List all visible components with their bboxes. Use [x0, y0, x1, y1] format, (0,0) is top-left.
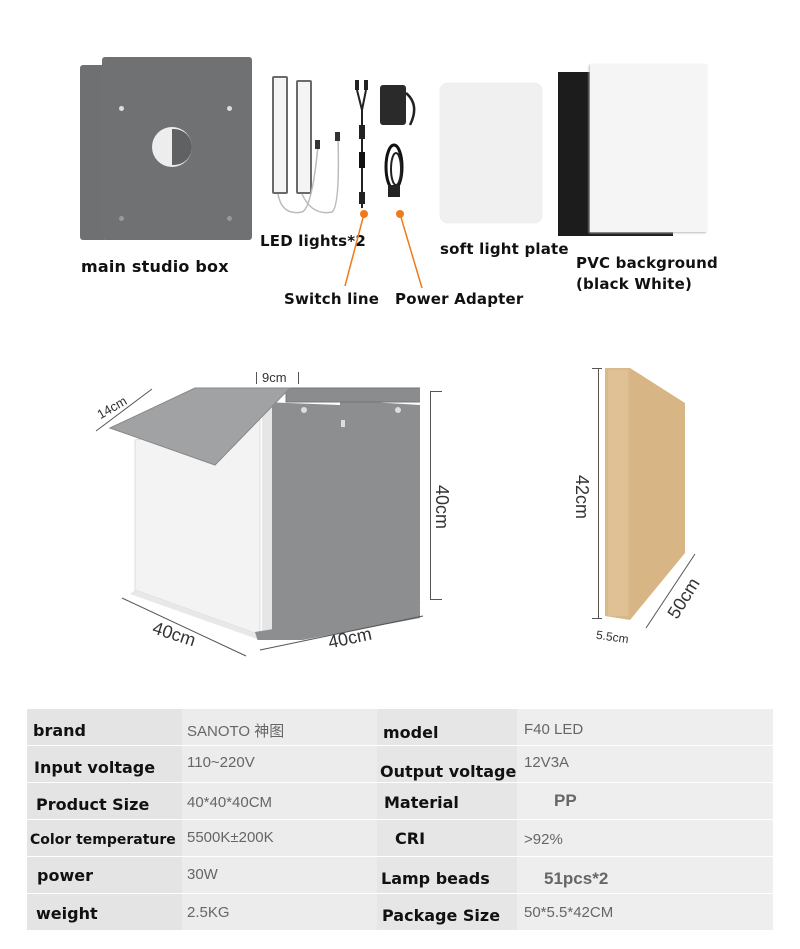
spec-key: Package Size	[382, 906, 501, 925]
switch-line-image	[352, 80, 372, 210]
pvc-background-image	[558, 64, 708, 236]
spec-key: power	[37, 866, 93, 885]
spec-key: weight	[36, 904, 98, 923]
spec-value: 2.5KG	[187, 904, 230, 921]
spec-value: F40 LED	[524, 721, 584, 738]
package-height-dim: 42cm	[572, 475, 592, 520]
spec-value: 50*5.5*42CM	[524, 904, 614, 921]
main-studio-box-label: main studio box	[81, 257, 229, 276]
spec-value: PP	[554, 791, 577, 810]
flap-dim-line	[95, 388, 153, 432]
spec-value: 30W	[187, 866, 218, 883]
table-row: Color temperature 5500K±200K CRI >92%	[27, 820, 773, 858]
spec-key: Product Size	[36, 795, 150, 814]
spec-value: 5500K±200K	[187, 829, 274, 846]
spec-table: brand SANOTO 神图 model F40 LED Input volt…	[27, 709, 773, 931]
top-gap-dim: 9cm	[262, 370, 287, 385]
box-height-dim: 40cm	[432, 485, 452, 530]
spec-key: Lamp beads	[381, 869, 490, 888]
pvc-background-label-line2: (black White)	[576, 275, 693, 293]
spec-key: Input voltage	[34, 758, 156, 777]
table-row: Input voltage 110~220V Output voltage 12…	[27, 746, 773, 784]
table-row: Product Size 40*40*40CM Material PP	[27, 783, 773, 821]
spec-key: model	[383, 723, 439, 742]
spec-key: brand	[33, 721, 86, 740]
led-lights-image	[272, 76, 352, 216]
switch-line-label: Switch line	[284, 290, 380, 308]
pvc-background-label-line1: PVC background	[576, 254, 718, 272]
spec-value: 12V3A	[524, 754, 570, 771]
package-thickness-dim: 5.5cm	[595, 627, 630, 647]
spec-value: 110~220V	[187, 754, 255, 771]
led-lights-label: LED lights*2	[260, 232, 366, 250]
spec-key: Color temperature	[30, 832, 176, 848]
power-adapter-label: Power Adapter	[395, 290, 524, 308]
assembled-box-image	[108, 387, 420, 640]
spec-value: 51pcs*2	[544, 869, 609, 888]
pointer-lines	[344, 210, 423, 289]
soft-light-plate-image	[440, 83, 542, 223]
spec-key: Material	[384, 793, 459, 812]
spec-value: 40*40*40CM	[187, 794, 273, 811]
power-adapter-image	[380, 85, 420, 210]
package-box-image	[605, 368, 685, 620]
spec-key: Output voltage	[380, 762, 517, 781]
spec-key: CRI	[395, 829, 426, 848]
soft-light-plate-label: soft light plate	[440, 240, 569, 258]
main-studio-box-image	[80, 57, 252, 241]
table-row: brand SANOTO 神图 model F40 LED	[27, 709, 773, 747]
base-dim-lines	[121, 597, 424, 657]
package-length-line	[645, 553, 696, 629]
spec-value: >92%	[524, 831, 563, 848]
spec-value: SANOTO 神图	[187, 723, 285, 740]
table-row: weight 2.5KG Package Size 50*5.5*42CM	[27, 894, 773, 930]
height-dim-line	[430, 391, 431, 599]
table-row: power 30W Lamp beads 51pcs*2	[27, 857, 773, 895]
